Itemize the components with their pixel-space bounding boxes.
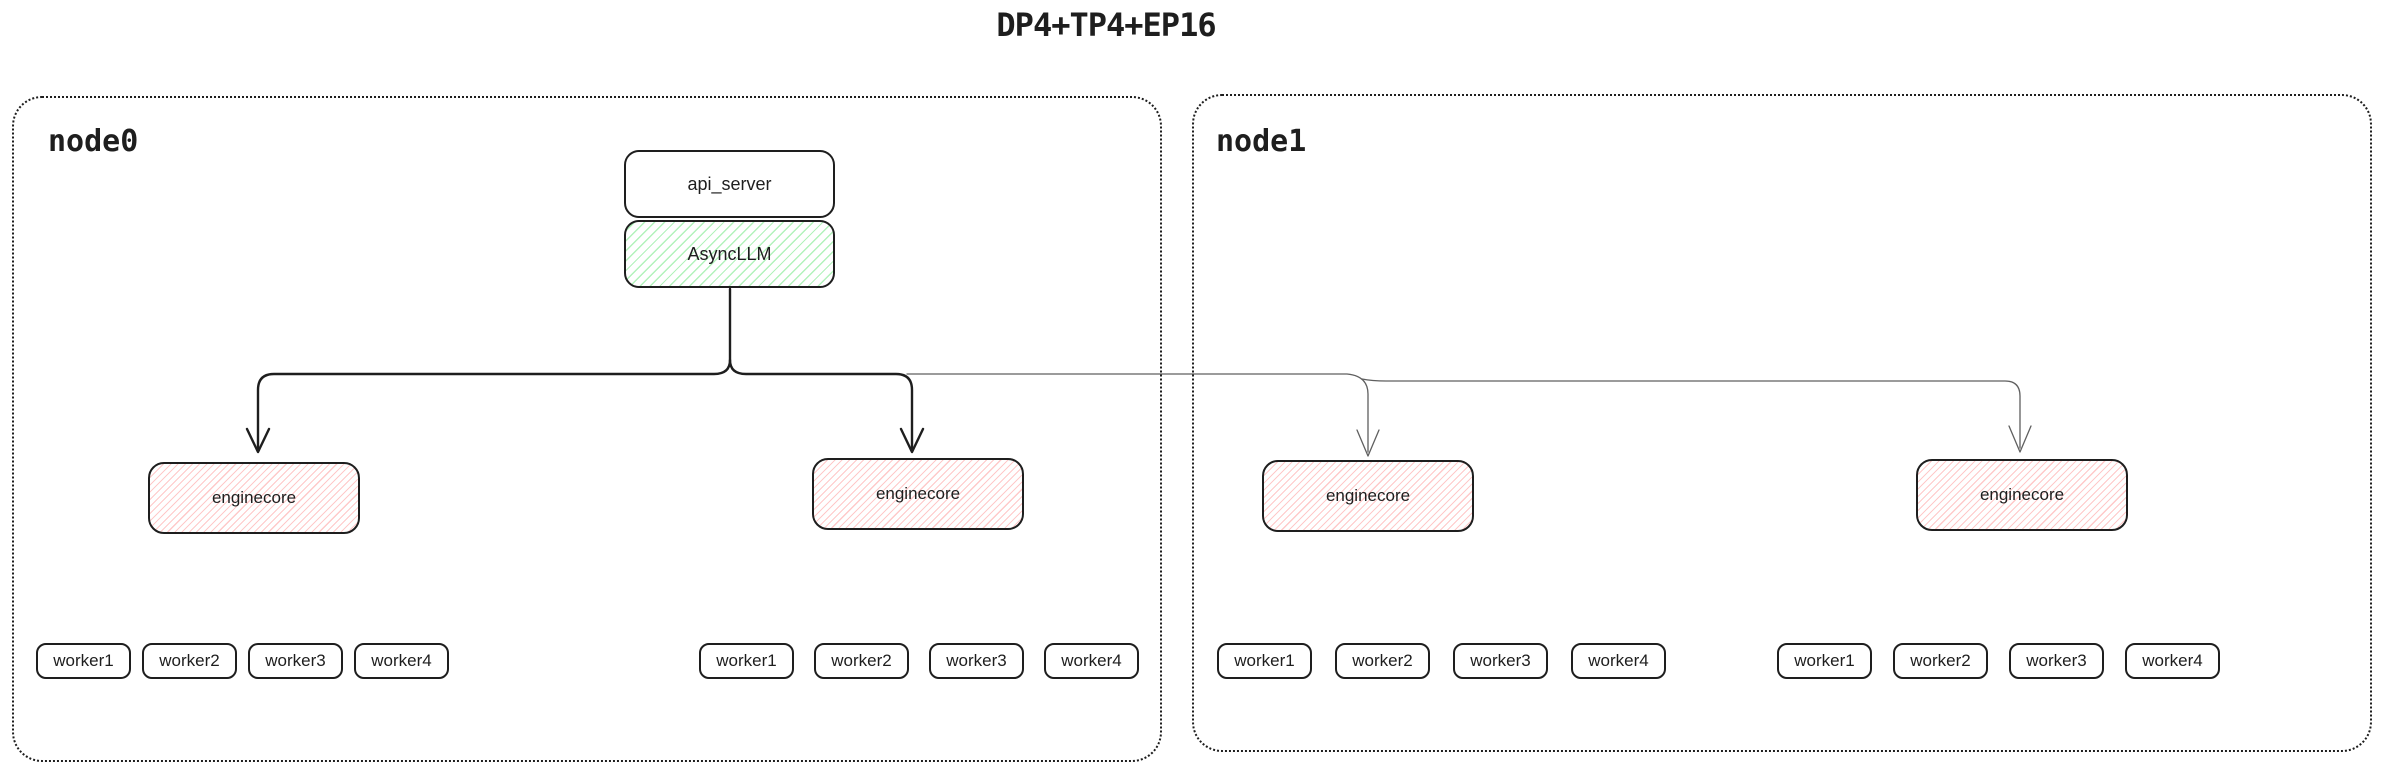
worker-box: worker3 — [929, 643, 1024, 679]
node1-label: node1 — [1216, 124, 1307, 159]
worker-box: worker4 — [354, 643, 449, 679]
worker-box: worker3 — [248, 643, 343, 679]
asyncllm-box: AsyncLLM — [624, 220, 835, 288]
enginecore2-label: enginecore — [875, 484, 961, 503]
worker-label: worker4 — [1588, 651, 1649, 670]
enginecore2-box: enginecore — [812, 458, 1024, 530]
diagram-title: DP4+TP4+EP16 — [996, 6, 1216, 44]
worker-label: worker2 — [1910, 651, 1971, 670]
worker-box: worker4 — [1571, 643, 1666, 679]
worker-label: worker3 — [1470, 651, 1531, 670]
worker-box: worker3 — [2009, 643, 2104, 679]
worker-box: worker2 — [814, 643, 909, 679]
enginecore1-box: enginecore — [148, 462, 360, 534]
worker-label: worker1 — [716, 651, 777, 670]
worker-label: worker2 — [831, 651, 892, 670]
worker-box: worker4 — [1044, 643, 1139, 679]
worker-label: worker4 — [371, 651, 432, 670]
api-server-label: api_server — [687, 173, 772, 194]
node0-label: node0 — [48, 124, 139, 159]
worker-box: worker4 — [2125, 643, 2220, 679]
worker-label: worker1 — [1234, 651, 1295, 670]
worker-box: worker2 — [1893, 643, 1988, 679]
worker-box: worker1 — [36, 643, 131, 679]
asyncllm-label: AsyncLLM — [687, 243, 772, 264]
worker-label: worker2 — [159, 651, 220, 670]
node0-worker-group-2: worker1 worker2 worker3 worker4 — [699, 643, 1139, 679]
worker-box: worker3 — [1453, 643, 1548, 679]
enginecore1-label: enginecore — [211, 488, 297, 507]
enginecore3-label: enginecore — [1325, 486, 1411, 505]
enginecore4-box: enginecore — [1916, 459, 2128, 531]
node0-worker-group-1: worker1 worker2 worker3 worker4 — [36, 643, 449, 679]
worker-box: worker1 — [1777, 643, 1872, 679]
worker-label: worker3 — [946, 651, 1007, 670]
worker-label: worker1 — [53, 651, 114, 670]
worker-label: worker4 — [1061, 651, 1122, 670]
worker-box: worker1 — [1217, 643, 1312, 679]
worker-box: worker2 — [1335, 643, 1430, 679]
worker-label: worker4 — [2142, 651, 2203, 670]
node1-worker-group-2: worker1 worker2 worker3 worker4 — [1777, 643, 2220, 679]
node1-worker-group-1: worker1 worker2 worker3 worker4 — [1217, 643, 1666, 679]
worker-label: worker3 — [265, 651, 326, 670]
worker-label: worker3 — [2026, 651, 2087, 670]
worker-box: worker2 — [142, 643, 237, 679]
enginecore3-box: enginecore — [1262, 460, 1474, 532]
worker-label: worker2 — [1352, 651, 1413, 670]
worker-label: worker1 — [1794, 651, 1855, 670]
api-server-box: api_server — [624, 150, 835, 218]
worker-box: worker1 — [699, 643, 794, 679]
enginecore4-label: enginecore — [1979, 485, 2065, 504]
